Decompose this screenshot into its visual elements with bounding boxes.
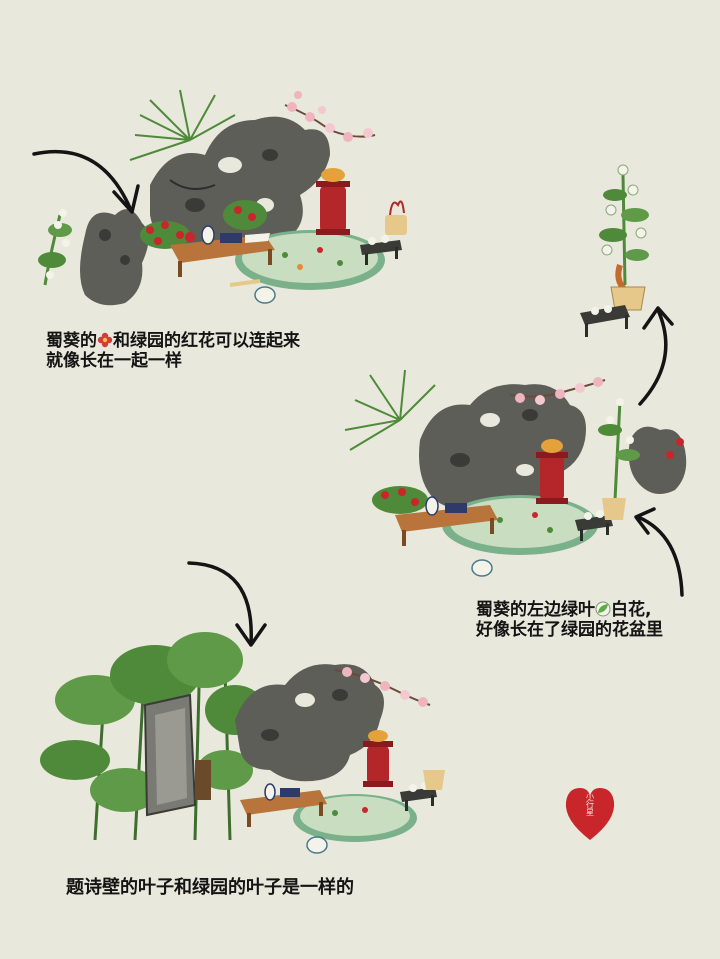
caption-green-leaf-line1: 蜀葵的左边绿叶白花,	[476, 600, 663, 620]
caption-red-flower-line2: 就像长在一起一样	[46, 351, 182, 371]
tea-stool	[400, 770, 445, 811]
caption-red-flower: 蜀葵的和绿园的红花可以连起来 就像长在一起一样	[46, 331, 300, 371]
caption-poem-wall-line1: 题诗壁的叶子和绿园的叶子是一样的	[66, 877, 354, 898]
tea-stool	[575, 498, 626, 541]
red-flower-shrub	[372, 486, 428, 514]
wooden-table	[170, 225, 275, 277]
red-lacquer-stand	[316, 168, 350, 235]
plum-blossom-branch	[509, 377, 606, 405]
hollyhock-plant	[599, 164, 649, 293]
caption-red-flower-line1: 蜀葵的和绿园的红花可以连起来	[46, 331, 300, 351]
arrow-down-right-icon	[32, 149, 140, 214]
arrow-down-icon	[187, 561, 267, 647]
heart-seal-stamp: 小行星	[565, 788, 615, 840]
caption-green-leaf-text-b: 白花,	[611, 600, 652, 620]
wooden-table	[395, 496, 498, 546]
caption-green-leaf-line2: 好像长在了绿园的花盆里	[476, 620, 663, 640]
scholar-rock	[235, 664, 384, 782]
garden-scene-middle	[344, 369, 687, 577]
red-flower-shrub	[140, 200, 267, 249]
palm-fronds	[129, 89, 236, 161]
hollyhock-stool	[580, 305, 630, 337]
lotus-pond	[235, 230, 385, 290]
plum-blossom-branch	[284, 91, 376, 142]
caption-poem-wall: 题诗壁的叶子和绿园的叶子是一样的	[66, 878, 354, 898]
poem-wall	[143, 693, 211, 817]
caption-red-flower-text-a: 蜀葵的	[46, 331, 97, 351]
teapot	[306, 836, 328, 854]
garden-scene-bottom	[40, 632, 445, 854]
green-leaf-icon	[595, 601, 611, 617]
heart-seal-text: 小行星	[586, 792, 595, 816]
lotus-pond	[293, 794, 417, 842]
teapot	[471, 559, 493, 577]
palm-fronds	[344, 369, 436, 451]
tea-stool	[360, 200, 407, 265]
red-lacquer-stand	[363, 730, 393, 787]
caption-green-leaf: 蜀葵的左边绿叶白花, 好像长在了绿园的花盆里	[476, 600, 663, 640]
caption-red-flower-text-b: 和绿园的红花可以连起来	[113, 331, 300, 351]
red-flower-icon	[97, 332, 113, 348]
red-lacquer-stand	[536, 439, 568, 504]
arrow-up-icon	[638, 306, 674, 406]
right-rock-hollyhock	[598, 398, 687, 501]
arrow-up-left-icon	[634, 507, 684, 597]
teapot	[229, 279, 276, 304]
caption-green-leaf-text-a: 蜀葵的左边绿叶	[476, 600, 595, 620]
hollyhock-pot-scene	[580, 164, 649, 337]
plum-blossom-branch	[334, 667, 431, 707]
wooden-table	[240, 783, 327, 827]
hollyhock-pot	[610, 286, 646, 311]
hollyhock-rock-small	[38, 209, 149, 306]
garden-scene-top	[38, 89, 407, 306]
